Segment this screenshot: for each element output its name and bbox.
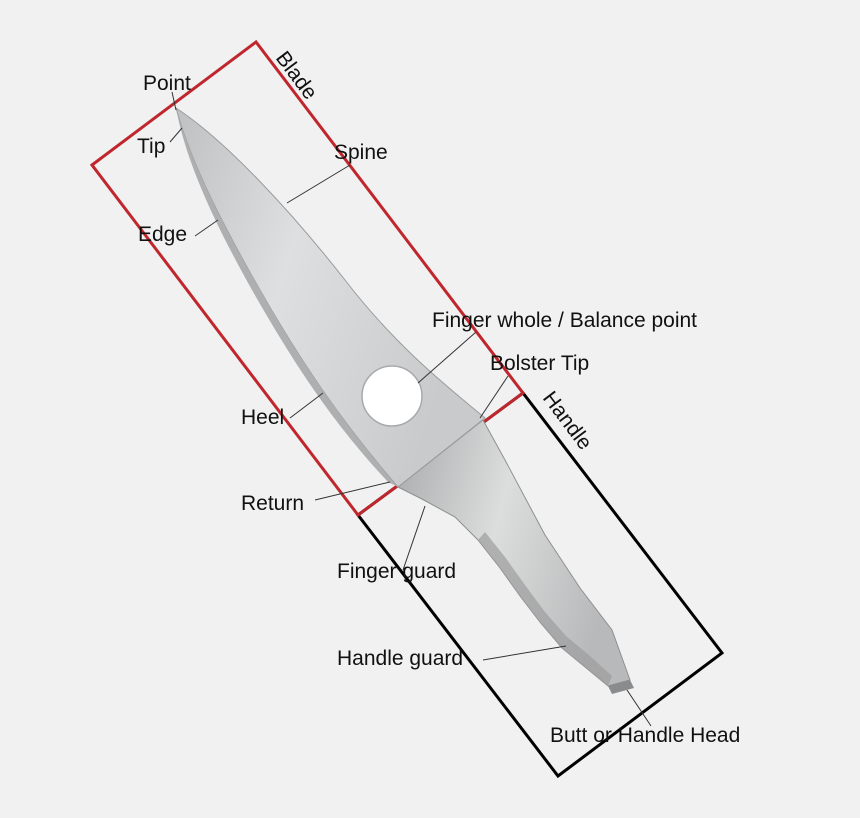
label-tip: Tip: [137, 135, 165, 158]
knife-blade: [175, 106, 486, 488]
leader-finger-guard: [402, 505, 426, 571]
label-heel: Heel: [241, 406, 284, 429]
handle-section-label: Handle: [538, 387, 596, 454]
label-return: Return: [241, 492, 304, 515]
label-finger-hole: Finger whole / Balance point: [432, 309, 697, 332]
blade-section-outline: [89, 39, 526, 518]
label-butt: Butt or Handle Head: [550, 724, 740, 747]
handle-edge-shading: [478, 532, 612, 686]
label-point: Point: [143, 72, 191, 95]
leader-tip: [169, 127, 183, 143]
leader-lines: [169, 91, 652, 727]
leader-edge: [194, 219, 219, 237]
label-edge: Edge: [138, 223, 187, 246]
label-spine: Spine: [334, 141, 388, 164]
leader-spine: [286, 164, 351, 204]
leader-point: [171, 91, 177, 111]
leader-finger-hole: [417, 331, 477, 384]
butt-cap: [608, 680, 634, 694]
finger-hole: [361, 365, 423, 427]
leader-butt: [626, 689, 652, 727]
label-handle-guard: Handle guard: [337, 647, 463, 670]
leader-heel: [289, 392, 324, 419]
leader-handle-guard: [482, 645, 567, 661]
leader-bolster-tip: [479, 375, 509, 419]
leader-return: [314, 481, 391, 501]
label-bolster-tip: Bolster Tip: [490, 352, 589, 375]
label-finger-guard: Finger guard: [337, 560, 456, 583]
